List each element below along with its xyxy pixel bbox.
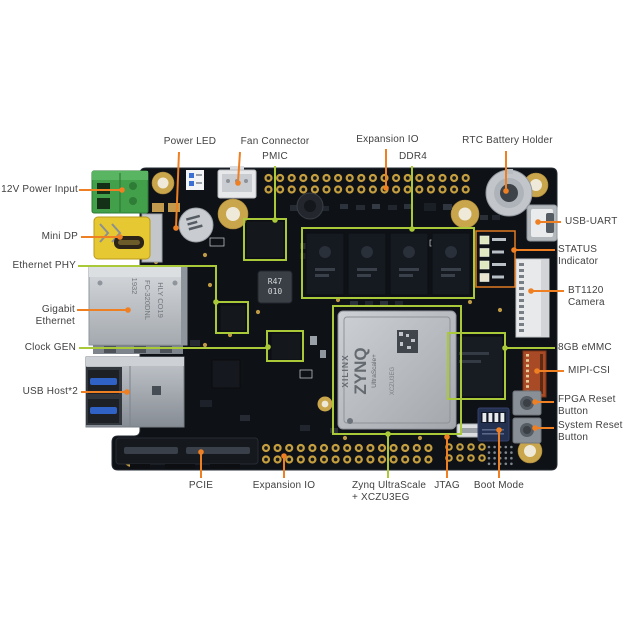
system-reset-button-component [512,417,542,444]
label-ethernet-phy: Ethernet PHY [12,260,76,271]
zynq-text-family: UltraScale+ [371,354,378,388]
label-fan-connector: Fan Connector [240,136,310,147]
label-expansion-io-bottom: Expansion IO [252,480,316,491]
ethernet-jack-text-3: 1932 [130,278,139,295]
status-indicator-box [475,230,516,288]
status-leds [479,235,506,282]
rtc-battery-holder [485,169,533,217]
label-pmic: PMIC [262,151,288,162]
inductor-round [296,192,324,220]
pad-grid [487,445,513,466]
label-12v-power-input: 12V Power Input [1,184,78,195]
label-mini-dp: Mini DP [41,231,78,242]
label-mipi-csi: MIPI-CSI [568,365,611,376]
label-clock-gen: Clock GEN [24,342,76,353]
label-gigabit-ethernet: Gigabit Ethernet [35,304,75,328]
emmc-chip [450,335,504,398]
leader-lines-orange [77,149,564,478]
ethernet-jack-text-2: FC-320DNL [143,280,152,320]
label-power-led: Power LED [163,136,217,147]
bt1120-connector [515,258,550,338]
label-system-reset-button: System Reset Button [558,420,623,444]
ddr4-chips [305,232,471,296]
leader-dots-green [213,217,508,437]
label-pcie: PCIE [188,480,214,491]
zynq-text-series: ZYNQ [351,347,370,394]
pmic-chip [245,220,285,259]
inductor-text-2: 010 [268,287,283,296]
electrolytic-capacitor [178,207,214,243]
label-rtc-battery-holder: RTC Battery Holder [462,135,553,146]
leader-lines-green [78,166,555,478]
zynq-text-part: XCZU3EG [390,367,396,396]
label-jtag: JTAG [434,480,460,491]
ethernet-jack: HLY CO19 FC-320DNL 1932 [88,266,188,354]
datamatrix-code [397,330,418,353]
inductor-text-1: R47 [268,277,283,286]
boot-mode-switch [477,407,510,442]
label-expansion-io-top: Expansion IO [356,134,419,145]
label-usb-uart: USB-UART [565,216,618,227]
label-zynq-ultrascale: Zynq UltraScale + XCZU3EG [352,480,427,504]
label-status-indicator: STATUS Indicator [558,244,599,268]
ethernet-jack-text-1: HLY CO19 [156,282,165,318]
highlight-boxes [215,218,506,435]
inductor-r47: R47 010 [257,270,293,304]
power-terminal-block [91,170,149,214]
pcie-slot [115,437,259,469]
mipi-csi-connector [522,350,547,398]
expansion-header-bottom [261,443,433,464]
label-fpga-reset-button: FPGA Reset Button [558,394,616,418]
label-ddr4: DDR4 [398,151,428,162]
ethernet-phy-chip [219,304,247,332]
clock-gen-chip [270,332,302,361]
zynq-text-brand: XILINX [340,354,350,387]
label-boot-mode: Boot Mode [473,480,525,491]
silk-label-block [186,170,204,190]
leader-dots-orange [117,180,541,459]
expansion-header-top [264,173,470,194]
label-bt1120-camera: BT1120 Camera [568,285,605,309]
label-usb-host: USB Host*2 [22,386,78,397]
jtag-header [445,443,486,462]
zynq-chip: XILINX ZYNQ UltraScale+ XCZU3EG [337,310,457,430]
label-8gb-emmc: 8GB eMMC [558,342,612,353]
